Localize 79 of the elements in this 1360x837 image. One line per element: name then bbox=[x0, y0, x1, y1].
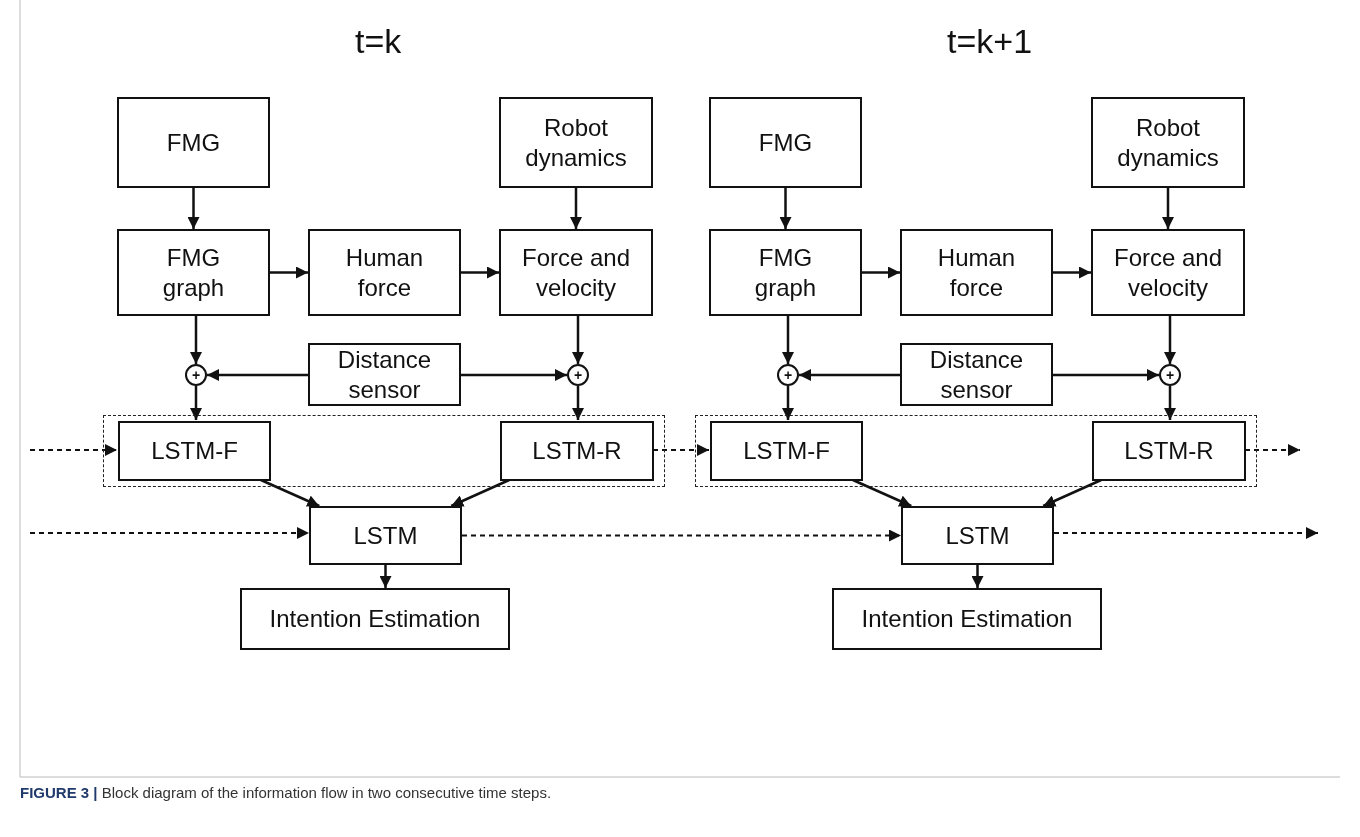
process-box bbox=[709, 229, 862, 316]
process-box bbox=[117, 97, 270, 188]
sum-junction bbox=[567, 364, 589, 386]
box-label: Distance sensor bbox=[928, 344, 1025, 405]
dashed-arrow bbox=[29, 527, 310, 539]
box-label: Robot dynamics bbox=[1116, 112, 1220, 173]
arrow bbox=[1053, 369, 1159, 381]
arrow bbox=[570, 188, 582, 229]
box-label: LSTM-R bbox=[532, 436, 622, 466]
box-label: LSTM bbox=[353, 520, 418, 551]
box-label: Force and velocity bbox=[520, 242, 632, 303]
box-label: Human force bbox=[936, 242, 1017, 303]
process-box bbox=[1091, 229, 1245, 316]
figure-caption: FIGURE 3 | Block diagram of the information flow in two consecutive time steps. bbox=[20, 784, 552, 801]
arrow bbox=[461, 266, 499, 279]
process-box bbox=[900, 343, 1053, 406]
process-box bbox=[499, 97, 653, 188]
arrow bbox=[461, 369, 567, 381]
arrow bbox=[779, 188, 792, 229]
time-step-heading: t=k+1 bbox=[947, 22, 1033, 61]
box-label: Distance sensor bbox=[336, 344, 433, 405]
box-label: LSTM-F bbox=[743, 436, 830, 466]
box-label: FMG graph bbox=[161, 242, 226, 303]
dashed-arrow bbox=[461, 529, 902, 542]
box-label: FMG graph bbox=[753, 242, 818, 303]
process-box bbox=[118, 421, 271, 481]
process-box bbox=[1092, 421, 1246, 481]
arrow bbox=[207, 369, 308, 381]
sum-junction bbox=[185, 364, 207, 386]
sum-junction bbox=[1159, 364, 1181, 386]
box-label: FMG bbox=[758, 127, 813, 158]
box-label: FMG bbox=[166, 127, 221, 158]
process-box bbox=[901, 506, 1054, 565]
process-box bbox=[309, 506, 462, 565]
process-box bbox=[1091, 97, 1245, 188]
process-box bbox=[709, 97, 862, 188]
arrow bbox=[782, 386, 794, 420]
box-label: Intention Estimation bbox=[269, 604, 481, 634]
arrow bbox=[190, 316, 202, 364]
box-label: Human force bbox=[344, 242, 425, 303]
arrow bbox=[782, 316, 794, 364]
process-box bbox=[308, 229, 461, 316]
arrow bbox=[572, 316, 584, 364]
dashed-arrow bbox=[29, 444, 118, 456]
plus-sign: + bbox=[1165, 368, 1175, 382]
process-box bbox=[499, 229, 653, 316]
arrow bbox=[799, 369, 900, 381]
plus-sign: + bbox=[573, 368, 583, 382]
dashed-group-box bbox=[695, 415, 1257, 487]
process-box bbox=[500, 421, 654, 481]
arrow bbox=[862, 266, 900, 279]
arrow bbox=[187, 188, 200, 229]
time-step-heading: t=k bbox=[355, 22, 402, 61]
process-box bbox=[308, 343, 461, 406]
arrow bbox=[1164, 316, 1176, 364]
process-box bbox=[900, 229, 1053, 316]
arrow bbox=[572, 386, 584, 420]
box-label: LSTM-R bbox=[1124, 436, 1214, 466]
process-box bbox=[832, 588, 1102, 650]
dashed-group-box bbox=[103, 415, 665, 487]
box-label: LSTM-F bbox=[151, 436, 238, 466]
plus-sign: + bbox=[191, 368, 201, 382]
box-label: Robot dynamics bbox=[524, 112, 628, 173]
plus-sign: + bbox=[783, 368, 793, 382]
arrow bbox=[1164, 386, 1176, 420]
arrow bbox=[971, 565, 984, 588]
arrow bbox=[379, 565, 392, 588]
box-label: Intention Estimation bbox=[861, 604, 1073, 634]
box-label: Force and velocity bbox=[1112, 242, 1224, 303]
box-label: LSTM bbox=[945, 520, 1010, 551]
arrow bbox=[1053, 266, 1091, 279]
arrow bbox=[190, 386, 202, 420]
process-box bbox=[240, 588, 510, 650]
process-box bbox=[710, 421, 863, 481]
dashed-arrow bbox=[1053, 527, 1319, 539]
process-box bbox=[117, 229, 270, 316]
sum-junction bbox=[777, 364, 799, 386]
arrow bbox=[270, 266, 308, 279]
arrow bbox=[1162, 188, 1174, 229]
